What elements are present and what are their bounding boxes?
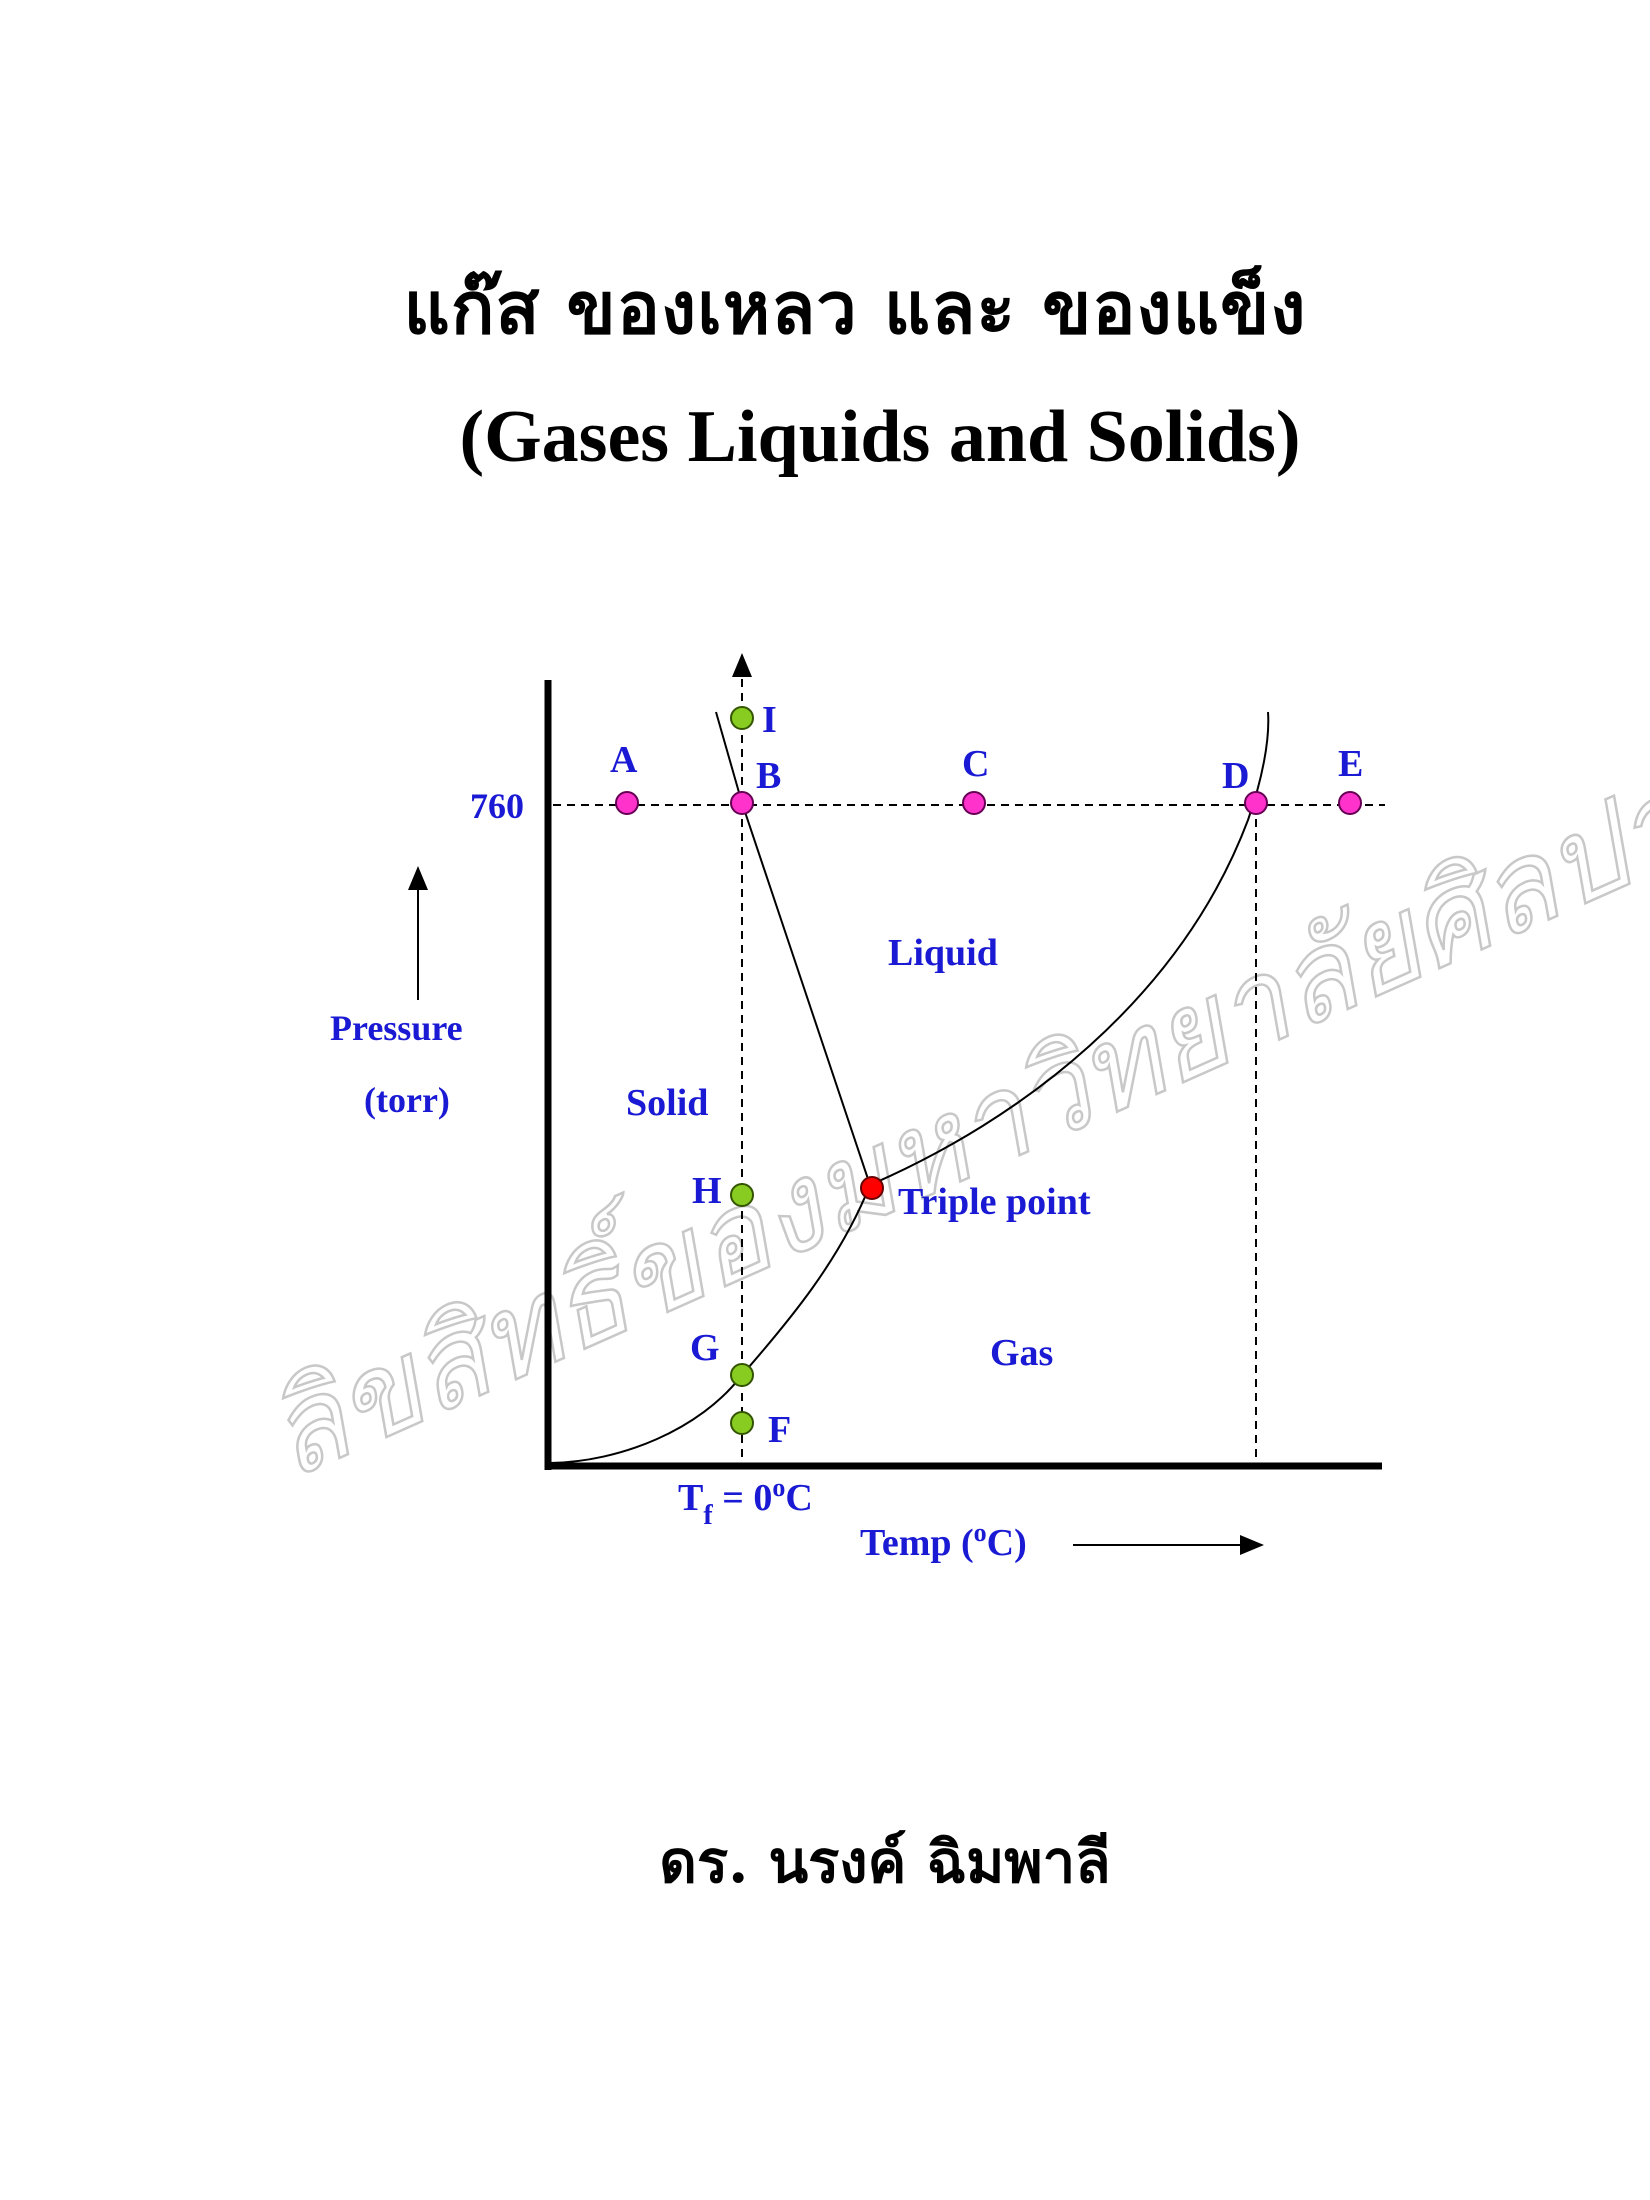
y-axis-label: Pressure — [330, 1008, 463, 1048]
label-i: I — [762, 699, 777, 741]
label-b: B — [756, 755, 781, 797]
point-b — [730, 791, 754, 815]
gas-region-label: Gas — [990, 1332, 1053, 1374]
author-name: ดร. นรงค์ ฉิมพาลี — [659, 1828, 1111, 1896]
point-h — [730, 1183, 754, 1207]
label-d: D — [1222, 755, 1249, 797]
thai-title: แก๊ส ของเหลว และ ของแข็ง — [403, 265, 1307, 350]
point-f — [730, 1411, 754, 1435]
solid-region-label: Solid — [626, 1082, 708, 1124]
triple-point-marker — [860, 1176, 884, 1200]
pressure-760-label: 760 — [470, 786, 524, 826]
label-a: A — [610, 739, 638, 781]
freezing-point-label: Tf = 0oC — [678, 1473, 813, 1531]
point-c — [962, 791, 986, 815]
y-axis-unit: (torr) — [364, 1080, 450, 1120]
english-title: (Gases Liquids and Solids) — [459, 396, 1301, 478]
melting-curve — [715, 711, 871, 1186]
label-e: E — [1338, 743, 1363, 785]
label-c: C — [962, 743, 989, 785]
point-g — [730, 1363, 754, 1387]
point-d — [1244, 791, 1268, 815]
point-e — [1338, 791, 1362, 815]
point-i — [730, 706, 754, 730]
vaporization-curve — [869, 711, 1270, 1186]
x-axis-label: Temp (oC) — [860, 1518, 1027, 1564]
triple-point-label: Triple point — [898, 1181, 1091, 1223]
liquid-region-label: Liquid — [888, 932, 998, 974]
point-a — [615, 791, 639, 815]
label-f: F — [768, 1409, 791, 1451]
label-h: H — [692, 1170, 722, 1212]
label-g: G — [690, 1327, 720, 1369]
